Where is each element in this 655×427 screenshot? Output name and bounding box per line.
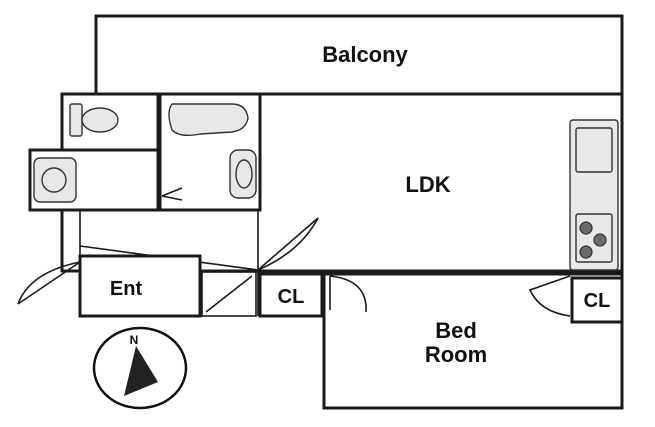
compass-north-label: N bbox=[130, 333, 139, 347]
closet-right bbox=[570, 276, 624, 324]
closet-right-label: CL bbox=[584, 290, 611, 312]
toilet-icon bbox=[69, 103, 119, 137]
shoe-closet-diagonal bbox=[205, 275, 253, 313]
bedroom-door-swing bbox=[329, 275, 367, 313]
balcony-area bbox=[94, 14, 624, 96]
bath-door-swing bbox=[161, 187, 183, 201]
closet-left-label: CL bbox=[278, 286, 305, 308]
entrance-area bbox=[78, 254, 202, 318]
entrance-label: Ent bbox=[110, 278, 143, 300]
stove-icon bbox=[575, 213, 613, 263]
bedroom-label-line2: Room bbox=[425, 342, 487, 367]
entrance-door-swing bbox=[17, 261, 81, 305]
sink-icon bbox=[229, 149, 257, 199]
closet-right-door-swing bbox=[528, 275, 571, 317]
bathtub-icon bbox=[168, 103, 249, 137]
closet-left bbox=[258, 272, 324, 318]
washbasin-icon bbox=[33, 157, 77, 203]
bedroom-label-line1: Bed bbox=[435, 318, 477, 343]
ldk-label: LDK bbox=[405, 172, 450, 197]
north-arrow-icon: N bbox=[92, 326, 188, 410]
shoe-closet bbox=[201, 271, 257, 317]
balcony-label: Balcony bbox=[322, 42, 408, 67]
ldk-door-swing bbox=[257, 217, 319, 271]
